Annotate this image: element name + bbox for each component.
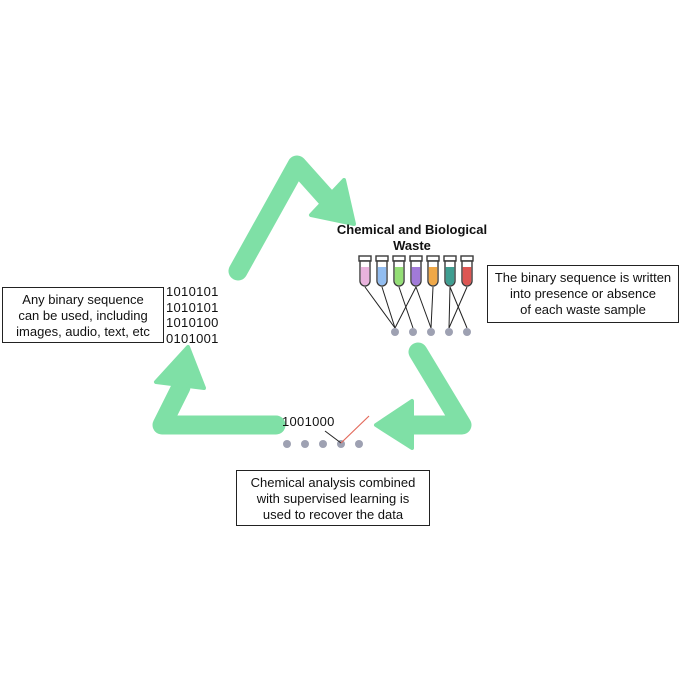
box-line: into presence or absence (510, 286, 656, 301)
sample-to-bead-lines (364, 286, 468, 329)
test-tube (426, 255, 440, 287)
box-line: images, audio, text, etc (16, 324, 150, 339)
bead-dot (409, 328, 417, 336)
input-description-box: Any binary sequence can be used, includi… (2, 287, 164, 343)
encoding-line (448, 286, 468, 329)
arrow-recovered-to-binary (152, 377, 286, 435)
binary-row: 1010101 (166, 299, 219, 315)
test-tube (443, 255, 457, 287)
binary-row: 1010101 (166, 284, 219, 299)
waste-sample-tubes (358, 255, 474, 287)
waste-title-line: Waste (393, 238, 431, 253)
bead-dot (283, 440, 291, 448)
waste-title-line: Chemical and Biological (336, 222, 488, 237)
waste-beads (391, 328, 471, 336)
box-line: used to recover the data (262, 507, 404, 522)
encoding-line (394, 286, 417, 329)
encoding-line (415, 286, 432, 329)
binary-sequence-input: 1010101 1010101 1010100 0101001 (166, 284, 219, 346)
recovered-beads (283, 440, 363, 448)
recovery-marks (324, 415, 370, 444)
test-tube (392, 255, 406, 287)
binary-row: 0101001 (166, 330, 219, 346)
recovered-sequence: 1001000 (282, 414, 335, 429)
encoding-description-box: The binary sequence is written into pres… (487, 265, 679, 323)
decoding-description-box: Chemical analysis combined with supervis… (236, 470, 430, 526)
test-tube (375, 255, 389, 287)
bead-dot (301, 440, 309, 448)
box-line: Chemical analysis combined (250, 475, 416, 490)
bead-dot (391, 328, 399, 336)
arrow-recovered-to-binary-head (154, 345, 206, 390)
bead-dot (463, 328, 471, 336)
encoding-line (364, 286, 396, 329)
recovery-cut-mark (340, 415, 370, 444)
encoding-line (381, 286, 396, 329)
arrow-waste-to-recovered-head (374, 399, 414, 450)
cycle-arrows (152, 155, 472, 450)
box-line: Any binary sequence (22, 292, 144, 307)
waste-title: Chemical and Biological Waste (312, 222, 512, 254)
recovery-link-line (324, 430, 342, 444)
test-tube (460, 255, 474, 287)
test-tube (409, 255, 423, 287)
box-line: The binary sequence is written (494, 270, 672, 285)
bead-dot (427, 328, 435, 336)
encoding-line (448, 286, 451, 329)
test-tube (358, 255, 372, 287)
box-line: can be used, including (18, 308, 148, 323)
arrow-binary-to-waste (228, 155, 341, 281)
arrow-binary-to-waste-head (309, 178, 356, 226)
arrow-waste-to-recovered (400, 342, 472, 435)
encoding-line (430, 286, 434, 329)
bead-dot (319, 440, 327, 448)
bead-dot (355, 440, 363, 448)
box-line: of each waste sample (520, 302, 646, 317)
binary-row: 1010100 (166, 315, 219, 330)
box-line: with supervised learning is (256, 491, 410, 506)
bead-dot (445, 328, 453, 336)
